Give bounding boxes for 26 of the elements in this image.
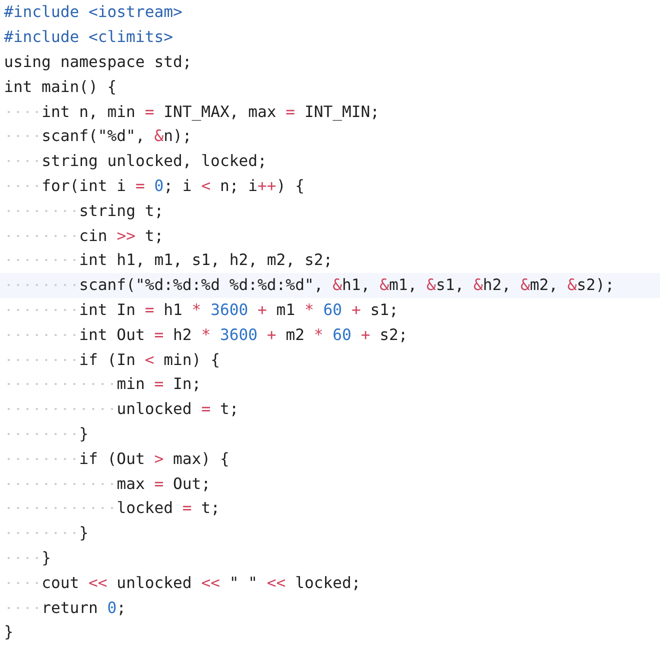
code-line: #include <climits>: [4, 28, 173, 46]
code-line: }: [4, 623, 14, 642]
code-line: max = Out;: [116, 474, 211, 493]
code-line: if (In < min) {: [79, 350, 220, 369]
code-line: unlocked = t;: [116, 400, 239, 418]
code-line: scanf("%d", &n);: [42, 127, 192, 146]
code-line: }: [42, 548, 51, 567]
code-line: int main() {: [4, 78, 117, 96]
code-line: return 0;: [42, 598, 126, 617]
code-line: scanf("%d:%d:%d %d:%d:%d", &h1, &m1, &s1, &h2, &m2, &s2);: [79, 276, 614, 294]
code-line: cin >> t;: [79, 226, 164, 245]
code-line: string unlocked, locked;: [42, 152, 267, 170]
code-line: if (Out > max) {: [79, 450, 230, 468]
code-line: using namespace std;: [4, 52, 192, 71]
code-line: }: [79, 424, 89, 443]
code-line: int n, min = INT_MAX, max = INT_MIN;: [42, 102, 380, 121]
code-line: }: [79, 524, 89, 542]
code-line: int Out = h2 * 3600 + m2 * 60 + s2;: [79, 326, 408, 344]
code-line: #include <iostream>: [4, 3, 182, 22]
code-line: int In = h1 * 3600 + m1 * 60 + s1;: [79, 300, 398, 319]
code-line: for(int i = 0; i < n; i++) {: [42, 176, 304, 195]
code-line: string t;: [79, 202, 164, 220]
code-line: int h1, m1, s1, h2, m2, s2;: [79, 251, 333, 270]
code-line: min = In;: [116, 375, 202, 394]
code-line: locked = t;: [116, 499, 220, 518]
code-line: cout << unlocked << " " << locked;: [42, 574, 361, 592]
